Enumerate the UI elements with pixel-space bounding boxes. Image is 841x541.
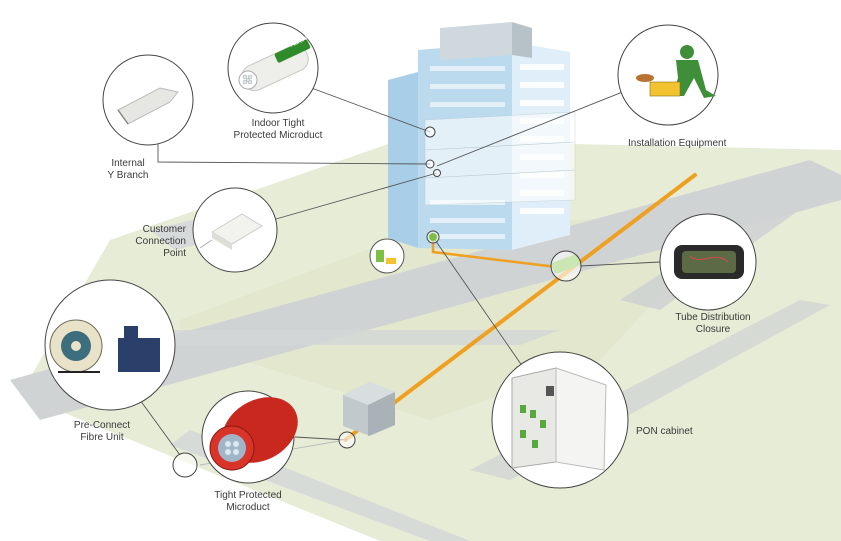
callout-tight-protected-microduct bbox=[201, 390, 298, 484]
main-duct bbox=[343, 173, 697, 442]
callout-pon-cabinet bbox=[491, 351, 629, 489]
label-indoor-tight-protected-microduct: Indoor Tight Protected Microduct bbox=[233, 118, 323, 141]
building bbox=[388, 22, 576, 250]
label-installation-equipment: Installation Equipment bbox=[628, 138, 727, 149]
label-internal-y-branch: Internal Y Branch bbox=[107, 158, 149, 181]
label-pon-cabinet: PON cabinet bbox=[636, 426, 693, 437]
callout-tube-distribution-closure bbox=[659, 213, 757, 311]
callout-internal-y-branch bbox=[102, 54, 194, 146]
street-cabinet bbox=[343, 382, 395, 436]
callout-pre-connect-fibre-unit bbox=[44, 279, 176, 411]
building-feed-duct bbox=[431, 240, 566, 270]
callout-indoor-microduct: FibreFlow bbox=[227, 22, 319, 114]
installer-figure bbox=[369, 238, 405, 274]
road-lower bbox=[150, 330, 560, 345]
anchor-points bbox=[172, 126, 582, 478]
road-main bbox=[10, 160, 841, 420]
building-entry-node bbox=[429, 233, 437, 241]
label-pre-connect-fibre-unit: Pre-Connect Fibre Unit bbox=[73, 420, 131, 443]
callout-installation-equipment bbox=[617, 24, 719, 126]
label-tube-distribution-closure: Tube Distribution Closure bbox=[675, 312, 751, 335]
label-customer-connection-point: Customer Connection Point bbox=[135, 224, 186, 259]
label-tight-protected-microduct: Tight Protected Microduct bbox=[214, 490, 282, 513]
callout-customer-connection-point bbox=[192, 187, 278, 273]
